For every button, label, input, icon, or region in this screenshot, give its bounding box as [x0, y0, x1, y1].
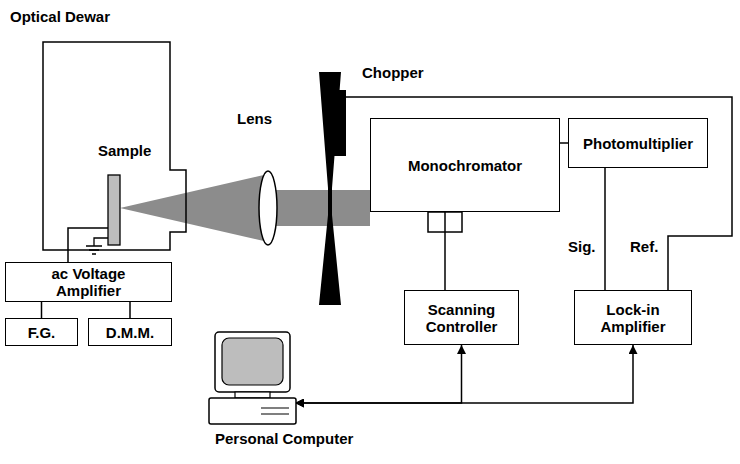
light-beam: [268, 190, 370, 226]
instrument-box: Scanning Controller: [404, 290, 519, 345]
signal-wire: [444, 212, 446, 290]
node-label: D.M.M.: [106, 324, 154, 341]
signal-wire: [295, 345, 462, 403]
sample-plate: [108, 175, 120, 245]
instrument-box: F.G.: [5, 318, 78, 346]
signal-wire: [41, 302, 43, 318]
node-label: Photomultiplier: [583, 135, 693, 152]
node-label: Optical Dewar: [10, 8, 110, 25]
part-label: Lens: [237, 110, 272, 127]
dewar-outline: [43, 42, 186, 250]
signal-wire: [295, 345, 633, 403]
node-label: F.G.: [28, 324, 56, 341]
node-label: Monochromator: [408, 157, 522, 174]
signal-label: Ref.: [630, 238, 658, 255]
lens-shape: [259, 171, 277, 245]
ground-symbol: [86, 238, 108, 254]
signal-wire: [604, 168, 606, 290]
node-label: ac Voltage Amplifier: [39, 265, 139, 299]
signal-wire: [346, 97, 732, 290]
node-label: Sample: [98, 142, 151, 159]
signal-wire: [68, 228, 108, 262]
computer-icon: Personal Computer: [205, 328, 385, 454]
node-label: Personal Computer: [215, 430, 353, 447]
node-label: Lock-in Amplifier: [575, 301, 691, 335]
chopper-motor: [334, 90, 346, 156]
light-beam: [120, 174, 268, 242]
signal-label: Sig.: [568, 238, 596, 255]
instrument-box: Lock-in Amplifier: [574, 290, 692, 345]
instrument-box: Monochromator: [370, 118, 560, 212]
signal-wire: [129, 302, 131, 318]
node-label: Chopper: [362, 64, 424, 81]
signal-wire: [560, 142, 568, 144]
node-label: Scanning Controller: [405, 301, 518, 335]
instrument-box: Photomultiplier: [568, 118, 708, 168]
sample-holder: Sample: [96, 138, 160, 250]
instrument-box: D.M.M.: [88, 318, 172, 346]
instrument-box: ac Voltage Amplifier: [5, 262, 172, 302]
dewar-housing: Optical DewarSample: [43, 42, 170, 250]
